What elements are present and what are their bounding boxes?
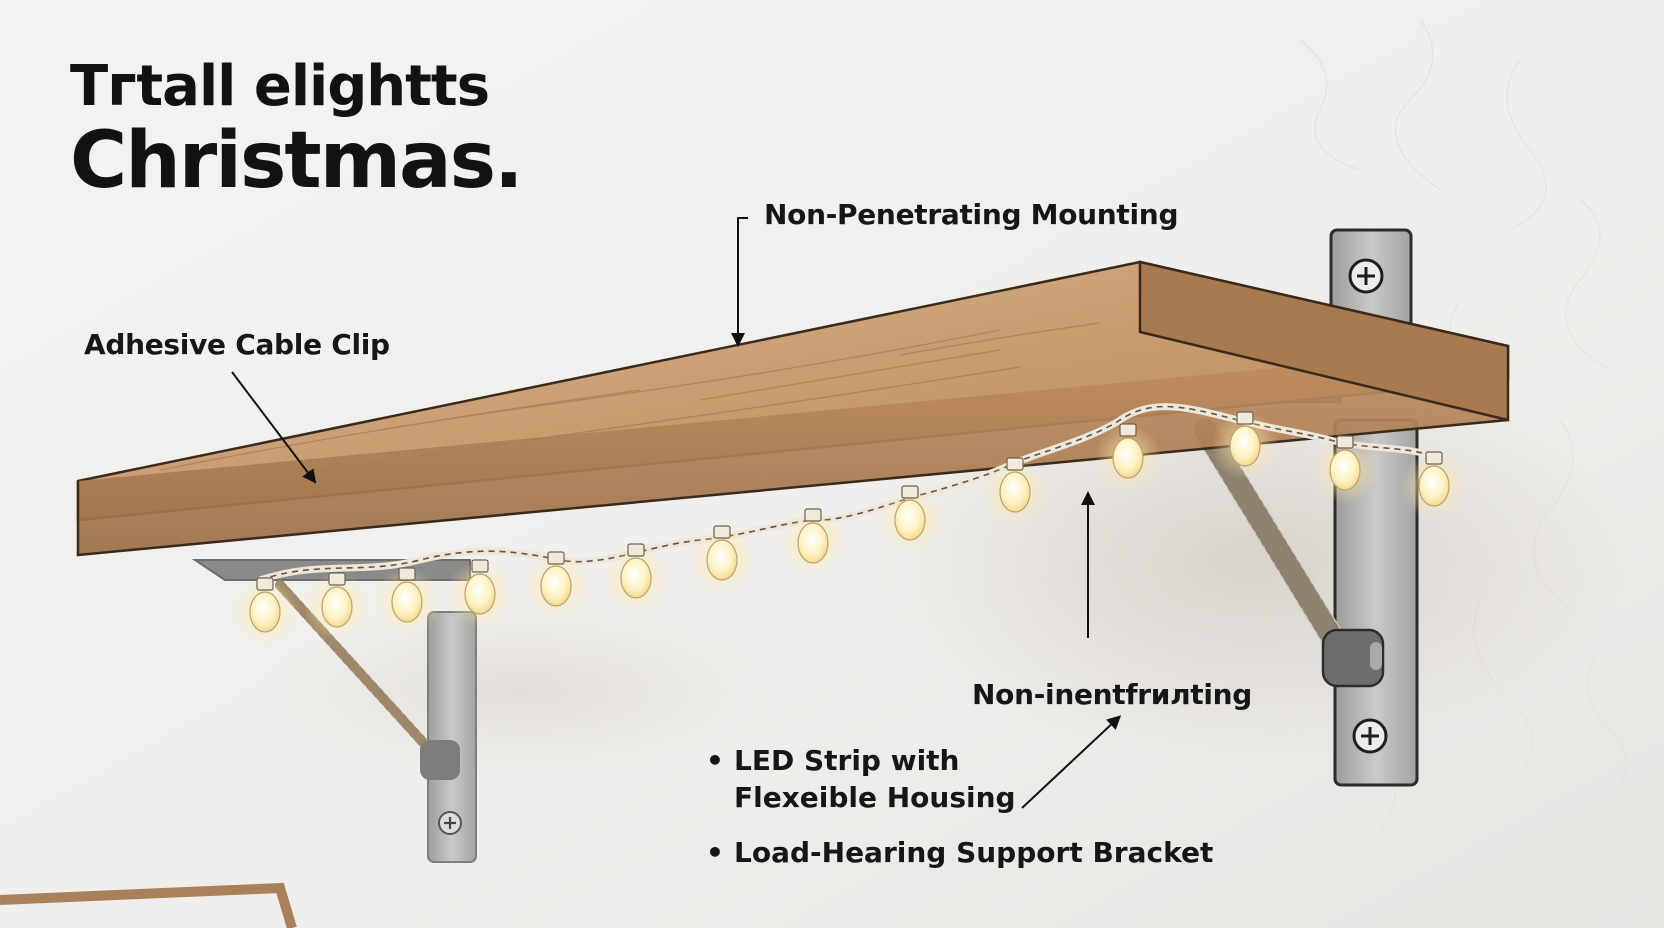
bulb-icon xyxy=(1211,411,1279,480)
callout-adhesive-cable-clip: Adhesive Cable Clip xyxy=(84,328,390,361)
page-title: Tᴦtall elightts Christmas. xyxy=(70,54,524,206)
bulb-icon xyxy=(602,543,670,612)
list-item: LED Strip with Flexeible Housing xyxy=(706,742,1074,816)
title-line-1: Tᴦtall elightts xyxy=(70,54,490,119)
bulb-icon xyxy=(688,525,756,594)
feature-list: LED Strip with Flexeible Housing Load-He… xyxy=(706,742,1213,871)
screw-icon xyxy=(1352,718,1388,754)
bulb-icon xyxy=(1311,435,1379,504)
arrow-icon xyxy=(231,371,317,484)
callout-non-inentfruiting: Non-inentfrилting xyxy=(972,678,1253,711)
bulb-icon xyxy=(373,567,441,636)
bulb-icon xyxy=(1400,451,1468,520)
screw-icon xyxy=(1348,258,1384,294)
bulb-icon xyxy=(1094,423,1162,492)
bulb-icon xyxy=(303,572,371,641)
string-lights xyxy=(231,403,1468,646)
arrow-icon xyxy=(731,217,748,347)
bulb-icon xyxy=(522,551,590,620)
bulb-icon xyxy=(779,508,847,577)
title-line-2: Christmas. xyxy=(70,116,524,206)
bulb-icon xyxy=(446,559,514,628)
callout-non-penetrating-mounting: Non-Penetrating Mounting xyxy=(764,198,1179,231)
shelf-shadow-left xyxy=(260,600,780,780)
bulb-icon xyxy=(231,577,299,646)
bulb-icon xyxy=(876,485,944,554)
bulb-icon xyxy=(981,457,1049,526)
wood-shelf xyxy=(76,260,1510,557)
list-item: Load-Hearing Support Bracket xyxy=(706,834,1213,871)
picture-frame-corner xyxy=(0,882,297,928)
